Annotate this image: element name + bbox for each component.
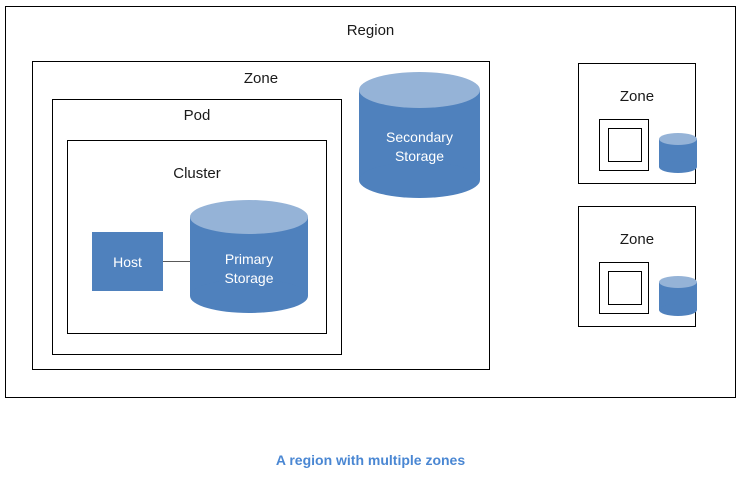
zone-right-1-label: Zone (619, 88, 655, 105)
cluster-box (67, 140, 327, 334)
cylinder-bottom (190, 279, 308, 313)
cylinder-top-ellipse (359, 72, 480, 108)
secondary-storage-label: Secondary Storage (359, 128, 480, 166)
region-label: Region (346, 22, 395, 39)
host-to-primary-storage-connector (163, 261, 192, 262)
cylinder-bottom (659, 161, 697, 173)
host-shape: Host (92, 232, 163, 291)
secondary-storage-label-line1: Secondary (386, 129, 453, 145)
cylinder-top-ellipse (190, 200, 308, 234)
cylinder-bottom (359, 162, 480, 198)
primary-storage-label-line2: Storage (224, 270, 274, 286)
secondary-storage-cylinder: Secondary Storage (359, 72, 480, 198)
pod-box (52, 99, 342, 355)
zone-right-2-label: Zone (619, 231, 655, 248)
primary-storage-label-line1: Primary (224, 251, 274, 267)
primary-storage-label: Primary Storage (190, 250, 308, 288)
zone-main-label: Zone (243, 70, 279, 87)
zone-main-box (32, 61, 490, 370)
zone-right-1-pod-outer (599, 119, 649, 171)
cluster-label: Cluster (173, 165, 221, 182)
zone-right-2-storage-cylinder (659, 276, 697, 316)
host-label: Host (113, 253, 142, 270)
cylinder-top-ellipse (659, 276, 697, 288)
cylinder-top-ellipse (659, 133, 697, 145)
zone-right-2-pod-outer (599, 262, 649, 314)
zone-right-1-pod-inner (608, 128, 642, 162)
region-box (5, 6, 736, 398)
diagram-caption: A region with multiple zones (275, 452, 466, 468)
zone-right-1-storage-cylinder (659, 133, 697, 173)
zone-right-2-pod-inner (608, 271, 642, 305)
pod-label: Pod (183, 107, 211, 124)
primary-storage-cylinder: Primary Storage (190, 200, 308, 313)
secondary-storage-label-line2: Storage (394, 148, 445, 164)
cylinder-bottom (659, 304, 697, 316)
zone-right-1-box (578, 63, 696, 184)
zone-right-2-box (578, 206, 696, 327)
